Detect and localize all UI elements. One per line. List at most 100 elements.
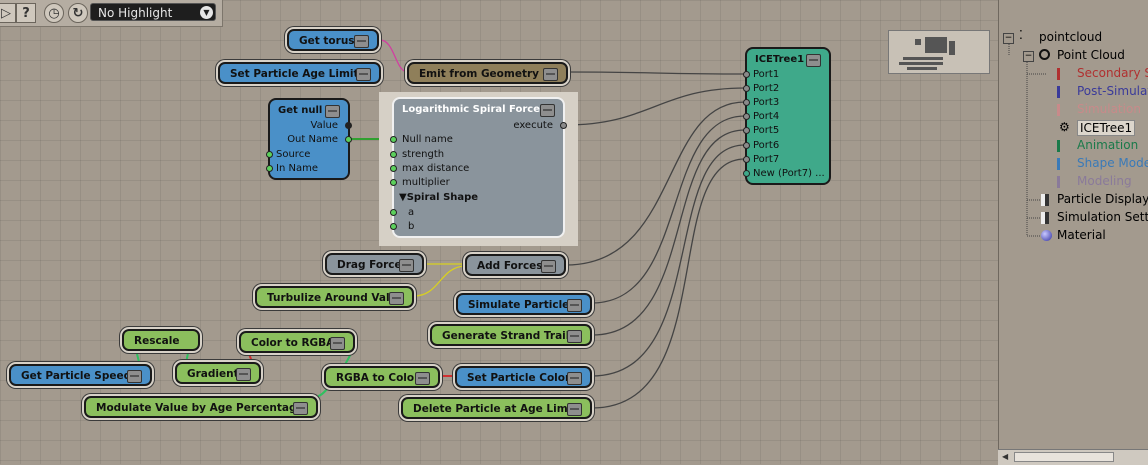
port-port5-dot[interactable] xyxy=(743,127,750,134)
node-set-particle-color[interactable]: Set Particle Color xyxy=(455,366,592,388)
node-toggle-icon[interactable] xyxy=(540,104,555,117)
wire-torus-emit xyxy=(379,39,409,73)
post-simulation-stack-icon xyxy=(1057,86,1070,98)
node-title: ICETree1 xyxy=(755,54,805,65)
timer-icon[interactable]: ◷ xyxy=(44,3,64,23)
node-modulate-value-by-age-percentage[interactable]: Modulate Value by Age Percentage xyxy=(84,396,318,418)
node-toggle-icon[interactable] xyxy=(567,299,582,312)
node-rgba-to-color[interactable]: RGBA to Color xyxy=(324,366,440,388)
node-toggle-icon[interactable] xyxy=(806,54,821,67)
tree-item-particle-display[interactable]: Particle Display xyxy=(1057,192,1148,206)
port-in-name-dot[interactable] xyxy=(266,165,273,172)
port-port4-dot[interactable] xyxy=(743,113,750,120)
node-toggle-icon[interactable] xyxy=(325,105,340,118)
port-multiplier-dot[interactable] xyxy=(390,179,397,186)
port-a-dot[interactable] xyxy=(390,209,397,216)
port-strength-dot[interactable] xyxy=(390,151,397,158)
node-toggle-icon[interactable] xyxy=(541,260,556,273)
port-a: a xyxy=(408,207,415,218)
tree-item-material[interactable]: Material xyxy=(1057,228,1106,242)
port-null-name-dot[interactable] xyxy=(390,136,397,143)
node-toggle-icon[interactable] xyxy=(415,372,430,385)
graph-minimap[interactable] xyxy=(888,30,990,74)
port-port1: Port1 xyxy=(753,69,780,80)
port-new-dot[interactable] xyxy=(743,170,750,177)
collapse-icon[interactable]: − xyxy=(1003,33,1014,44)
node-toggle-icon[interactable] xyxy=(399,259,414,272)
port-execute-dot[interactable] xyxy=(560,122,567,129)
node-add-forces[interactable]: Add Forces xyxy=(465,254,566,276)
wire-emit-port1 xyxy=(567,71,746,75)
port-port2-dot[interactable] xyxy=(743,85,750,92)
tree-item-point-cloud[interactable]: Point Cloud xyxy=(1057,48,1125,62)
scroll-left-icon[interactable]: ◀ xyxy=(1002,452,1009,461)
node-toggle-icon[interactable] xyxy=(236,368,251,381)
group-spiral-shape[interactable]: ▼Spiral Shape xyxy=(399,192,479,203)
tree-item-animation[interactable]: Animation xyxy=(1077,138,1139,152)
node-toggle-icon[interactable] xyxy=(567,372,582,385)
node-label: Modulate Value by Age Percentage xyxy=(96,402,304,414)
node-toggle-icon[interactable] xyxy=(354,35,369,48)
node-icetree1[interactable]: ICETree1 Port1 Port2 Port3 Port4 Port5 P… xyxy=(743,47,831,185)
node-get-null[interactable]: Get null Value Out Name Source In Name xyxy=(266,98,352,180)
node-turbulize-around-value[interactable]: Turbulize Around Value xyxy=(255,286,414,308)
node-gradient[interactable]: Gradient xyxy=(175,362,261,384)
port-value-dot[interactable] xyxy=(345,122,352,129)
port-out-name-dot[interactable] xyxy=(345,136,352,143)
property-icon xyxy=(1041,212,1049,224)
node-color-to-rgba[interactable]: Color to RGBA xyxy=(239,331,355,353)
tree-item-simulation[interactable]: Simulation xyxy=(1077,102,1141,116)
explorer-horizontal-scrollbar[interactable]: ◀ xyxy=(998,449,1148,465)
port-b-dot[interactable] xyxy=(390,223,397,230)
scrollbar-thumb[interactable] xyxy=(1014,452,1114,462)
highlight-dropdown[interactable]: No Highlight ▼ xyxy=(90,3,216,21)
wire-setcolor-port6 xyxy=(591,144,746,377)
node-rescale[interactable]: Rescale xyxy=(122,329,200,351)
node-label: Get torus xyxy=(299,35,355,47)
node-label: Set Particle Color xyxy=(467,372,571,384)
node-toggle-icon[interactable] xyxy=(567,330,582,343)
tree-item-simulation-settings[interactable]: Simulation Setti xyxy=(1057,210,1148,224)
node-delete-particle-at-age-limit[interactable]: Delete Particle at Age Limit xyxy=(401,397,592,419)
help-icon[interactable]: ? xyxy=(16,3,36,23)
tree-item-modeling[interactable]: Modeling xyxy=(1077,174,1132,188)
explorer-panel: − ⁚ pointcloud − Point Cloud Secondary S… xyxy=(998,0,1148,464)
node-toggle-icon[interactable] xyxy=(356,68,371,81)
port-port3-dot[interactable] xyxy=(743,99,750,106)
port-in-name: In Name xyxy=(276,163,318,174)
port-source-dot[interactable] xyxy=(266,151,273,158)
node-toggle-icon[interactable] xyxy=(543,68,558,81)
node-set-particle-age-limit[interactable]: Set Particle Age Limit xyxy=(218,62,381,84)
refresh-timer-icon[interactable]: ↻ xyxy=(68,3,88,23)
collapse-icon[interactable]: − xyxy=(1023,51,1034,62)
minimap-block xyxy=(915,39,921,45)
node-label: Rescale xyxy=(134,335,180,347)
port-port6-dot[interactable] xyxy=(743,142,750,149)
node-get-particle-speed[interactable]: Get Particle Speed xyxy=(9,364,152,386)
node-toggle-icon[interactable] xyxy=(127,370,142,383)
port-max-distance: max distance xyxy=(402,163,470,174)
tree-item-pointcloud[interactable]: pointcloud xyxy=(1039,30,1103,44)
minimap-block xyxy=(949,41,955,55)
graph-toolbar: ▷ ? ◷ ↻ No Highlight ▼ xyxy=(0,0,223,27)
node-logarithmic-spiral-force[interactable]: Logarithmic Spiral Force execute Null na… xyxy=(390,97,567,238)
node-toggle-icon[interactable] xyxy=(389,292,404,305)
node-generate-strand-trails[interactable]: Generate Strand Trails xyxy=(430,324,592,346)
node-toggle-icon[interactable] xyxy=(567,403,582,416)
node-label: RGBA to Color xyxy=(336,372,420,384)
node-get-torus[interactable]: Get torus xyxy=(287,29,379,51)
node-toggle-icon[interactable] xyxy=(293,402,308,415)
tree-item-secondary[interactable]: Secondary S xyxy=(1077,66,1148,80)
port-out-name: Out Name xyxy=(287,134,338,145)
port-port7-dot[interactable] xyxy=(743,156,750,163)
node-toggle-icon[interactable] xyxy=(330,337,345,350)
tree-item-icetree1[interactable]: ICETree1 xyxy=(1077,120,1136,136)
node-drag-force[interactable]: Drag Force xyxy=(325,253,424,275)
node-emit-from-geometry[interactable]: Emit from Geometry xyxy=(407,62,568,84)
tree-item-post-simulation[interactable]: Post-Simulat xyxy=(1077,84,1148,98)
port-max-distance-dot[interactable] xyxy=(390,165,397,172)
port-port1-dot[interactable] xyxy=(743,71,750,78)
node-simulate-particles[interactable]: Simulate Particles xyxy=(456,293,592,315)
play-arrow-icon[interactable]: ▷ xyxy=(0,3,16,23)
tree-item-shape-modeling[interactable]: Shape Mode xyxy=(1077,156,1148,170)
